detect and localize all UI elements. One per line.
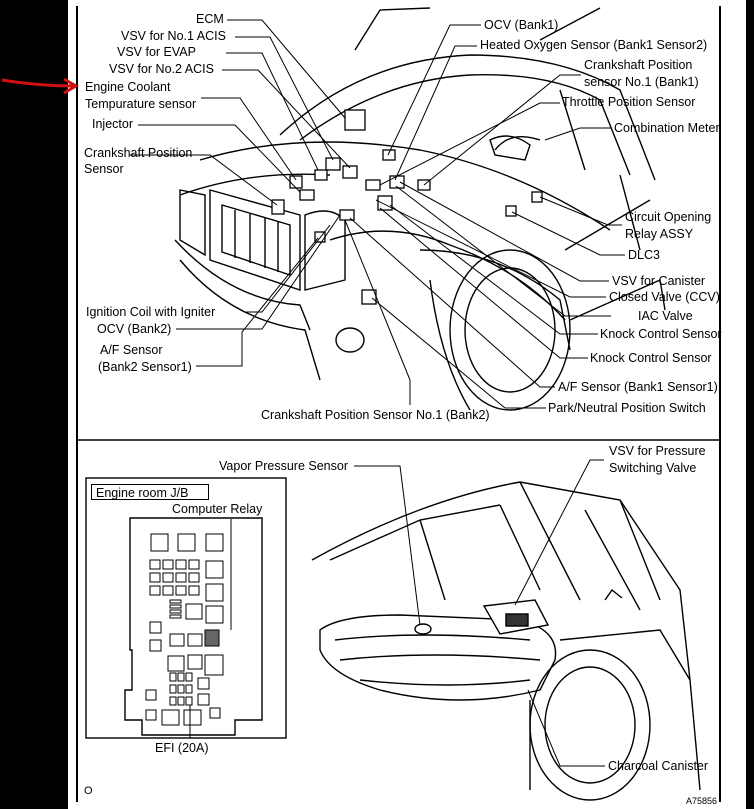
label-crank-no1-bank1-2: sensor No.1 (Bank1) — [584, 75, 699, 89]
label-crankshaft-position-2: Sensor — [84, 162, 124, 176]
label-crank-no1-bank2: Crankshaft Position Sensor No.1 (Bank2) — [261, 408, 490, 422]
label-knock-control-2: Knock Control Sensor — [590, 351, 712, 365]
label-af-sensor-bank2-1: A/F Sensor — [100, 343, 163, 357]
label-park-neutral: Park/Neutral Position Switch — [548, 401, 706, 415]
label-crank-no1-bank1-1: Crankshaft Position — [584, 58, 693, 72]
label-throttle-position: Throttle Position Sensor — [562, 95, 696, 109]
label-ignition-coil: Ignition Coil with Igniter — [86, 305, 216, 319]
label-vsv-pressure-2: Switching Valve — [609, 461, 697, 475]
diagram-frame — [76, 6, 721, 802]
leader-lines-upper-left — [130, 19, 411, 405]
label-crankshaft-position-1: Crankshaft Position — [84, 146, 193, 160]
label-vsv-canister: VSV for Canister — [612, 274, 706, 288]
label-vsv-pressure-1: VSV for Pressure — [609, 444, 706, 458]
label-ocv-bank2: OCV (Bank2) — [97, 322, 172, 336]
jb-fuses — [145, 533, 224, 726]
left-black-margin — [0, 0, 68, 809]
red-annotation-arrow — [1, 77, 79, 95]
label-engine-coolant-1: Engine Coolant — [85, 80, 171, 94]
label-heated-oxygen-sensor: Heated Oxygen Sensor (Bank1 Sensor2) — [480, 38, 708, 52]
label-ecm: ECM — [196, 12, 224, 26]
label-vsv-no2-acis: VSV for No.2 ACIS — [109, 62, 214, 76]
label-closed-valve: Closed Valve (CCV) — [609, 290, 720, 304]
label-vsv-evap: VSV for EVAP — [117, 45, 196, 59]
vehicle-rear-drawing — [311, 481, 701, 801]
label-charcoal-canister: Charcoal Canister — [608, 759, 709, 773]
label-vapor-pressure: Vapor Pressure Sensor — [219, 459, 348, 473]
label-combination-meter: Combination Meter — [614, 121, 720, 135]
label-iac-valve: IAC Valve — [638, 309, 693, 323]
leader-lines-lower — [354, 459, 605, 767]
label-knock-control-1: Knock Control Sensor — [600, 327, 722, 341]
label-circuit-opening-2: Relay ASSY — [625, 227, 694, 241]
engine-components — [271, 109, 543, 305]
figure-code: A75856 — [686, 796, 718, 806]
jb-leader-lines — [189, 519, 232, 738]
label-circuit-opening-1: Circuit Opening — [625, 210, 712, 224]
label-engine-coolant-2: Tempurature sensor — [85, 97, 197, 111]
label-injector: Injector — [92, 117, 133, 131]
label-dlc3: DLC3 — [628, 248, 660, 262]
label-af-sensor-bank2-2: (Bank2 Sensor1) — [98, 360, 192, 374]
engine-room-jb-panel — [85, 477, 287, 739]
label-vsv-no1-acis: VSV for No.1 ACIS — [121, 29, 226, 43]
label-engine-room-jb: Engine room J/B — [91, 484, 209, 500]
label-ocv-bank1: OCV (Bank1) — [484, 18, 559, 32]
vehicle-front-drawing — [174, 7, 666, 411]
label-efi: EFI (20A) — [155, 741, 209, 755]
label-af-bank1: A/F Sensor (Bank1 Sensor1) — [558, 380, 718, 394]
footer-left-mark: O — [84, 785, 93, 797]
label-computer-relay: Computer Relay — [172, 502, 263, 516]
leader-lines-upper-right — [349, 24, 625, 409]
